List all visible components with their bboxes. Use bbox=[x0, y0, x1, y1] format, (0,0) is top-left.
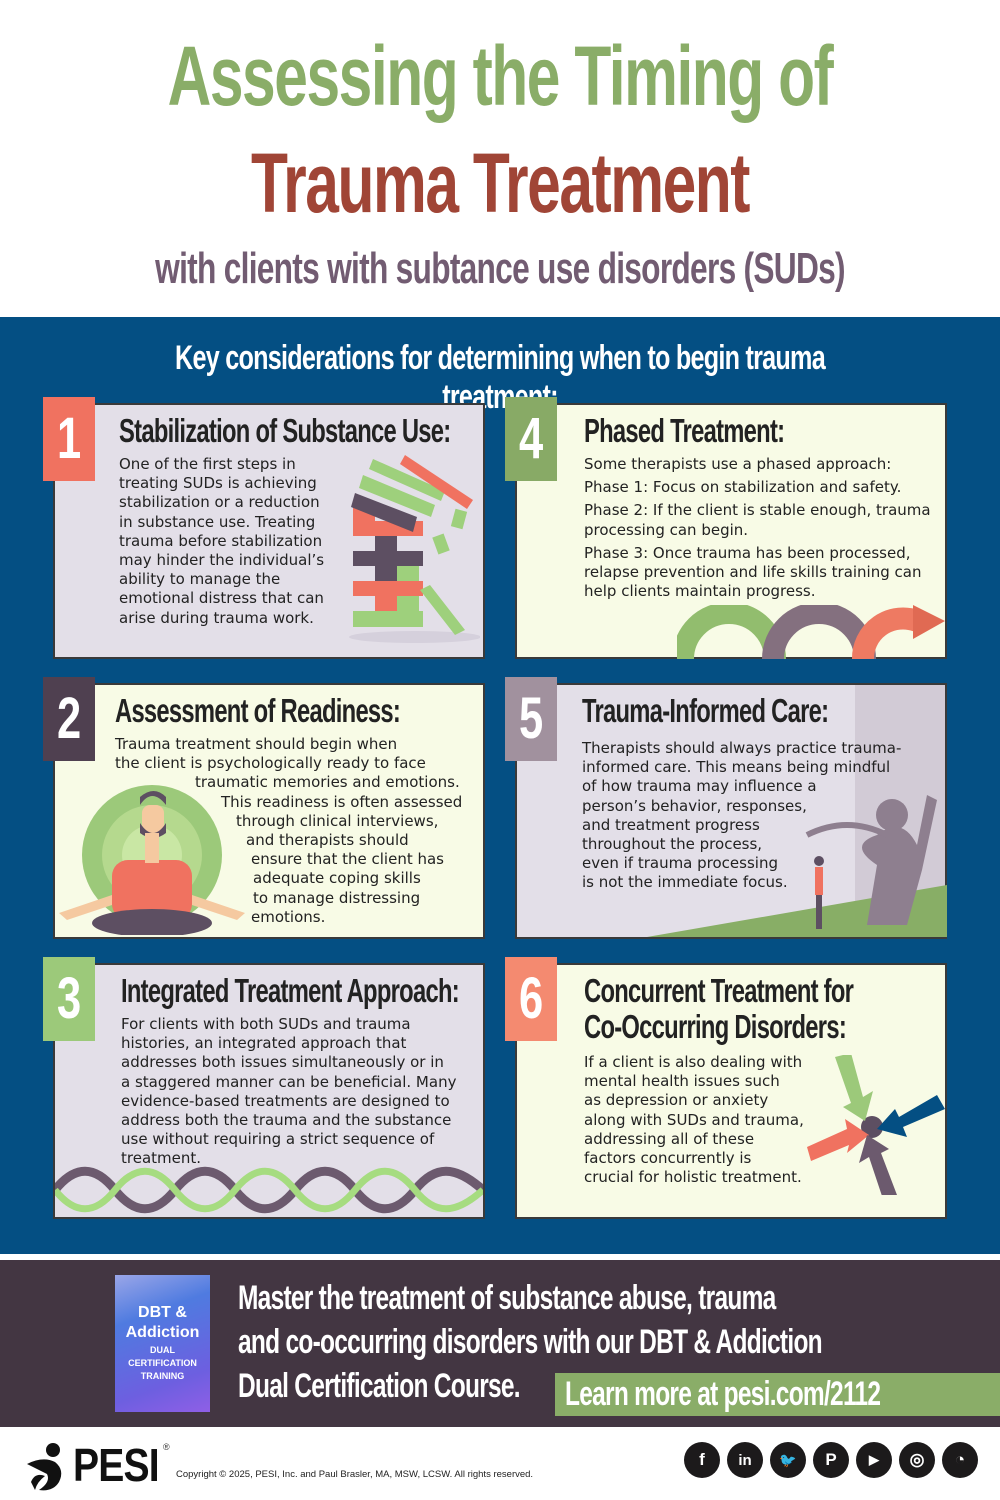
badge-number-5: 5 bbox=[505, 677, 557, 761]
pinterest-icon[interactable]: P bbox=[813, 1442, 849, 1478]
subtitle: with clients with subtance use disorders… bbox=[155, 244, 845, 293]
twitter-icon[interactable]: 🐦 bbox=[770, 1442, 806, 1478]
card-title: Stabilization of Substance Use: bbox=[119, 412, 451, 449]
card-body: If a client is also dealing with mental … bbox=[584, 1053, 804, 1187]
linkedin-icon[interactable]: in bbox=[727, 1442, 763, 1478]
instagram-icon[interactable]: ◎ bbox=[899, 1442, 935, 1478]
promo-text: Master the treatment of substance abuse,… bbox=[238, 1279, 823, 1405]
card-body: For clients with both SUDs and trauma hi… bbox=[121, 1015, 457, 1168]
badge-number-1: 1 bbox=[43, 397, 95, 481]
facebook-icon[interactable]: f bbox=[684, 1442, 720, 1478]
card-title: Assessment of Readiness: bbox=[115, 692, 401, 729]
copyright-text: Copyright © 2025, PESI, Inc. and Paul Br… bbox=[176, 1469, 534, 1480]
header: Assessing the Timing of Trauma Treatment… bbox=[0, 0, 1000, 315]
badge-number-3: 3 bbox=[43, 957, 95, 1041]
card-readiness: Assessment of Readiness: Trauma treatmen… bbox=[53, 683, 485, 939]
converging-arrows-icon bbox=[807, 1055, 945, 1195]
title-line-1: Assessing the Timing of bbox=[167, 29, 834, 123]
social-links: f in 🐦 P ▶ ◎ ◔ bbox=[684, 1442, 978, 1478]
title-line-2: Trauma Treatment bbox=[251, 136, 750, 230]
shadow-monster-icon bbox=[647, 795, 947, 937]
card-integrated: Integrated Treatment Approach: For clien… bbox=[53, 963, 485, 1219]
learn-more-link[interactable]: Learn more at pesi.com/2112 bbox=[555, 1373, 1000, 1416]
card-body: Some therapists use a phased approach: P… bbox=[584, 455, 931, 601]
card-concurrent: Concurrent Treatment for Co-Occurring Di… bbox=[515, 963, 947, 1219]
card-title: Integrated Treatment Approach: bbox=[121, 972, 460, 1009]
youtube-icon[interactable]: ▶ bbox=[856, 1442, 892, 1478]
card-title: Trauma-Informed Care: bbox=[582, 692, 829, 729]
considerations-section: Key considerations for determining when … bbox=[0, 317, 1000, 1254]
card-body: Therapists should always practice trauma… bbox=[582, 739, 902, 892]
card-phased: Phased Treatment: Some therapists use a … bbox=[515, 403, 947, 659]
jenga-tower-icon bbox=[349, 455, 480, 643]
meditating-man-icon bbox=[59, 785, 245, 935]
card-title-line-2: Co-Occurring Disorders: bbox=[584, 1008, 847, 1045]
card-stabilization: Stabilization of Substance Use: One of t… bbox=[53, 403, 485, 659]
card-title-line-1: Concurrent Treatment for bbox=[584, 972, 854, 1009]
double-helix-icon bbox=[55, 1166, 483, 1214]
rss-icon[interactable]: ◔ bbox=[942, 1442, 978, 1478]
pesi-logo[interactable]: PESI bbox=[25, 1438, 174, 1492]
footer: PESI ® Copyright © 2025, PESI, Inc. and … bbox=[0, 1430, 1000, 1500]
registered-mark: ® bbox=[163, 1442, 170, 1452]
pesi-figure-icon bbox=[27, 1443, 62, 1491]
badge-number-4: 4 bbox=[505, 397, 557, 481]
badge-number-2: 2 bbox=[43, 677, 95, 761]
card-title: Phased Treatment: bbox=[584, 412, 785, 449]
card-trauma-informed: Trauma-Informed Care: Therapists should … bbox=[515, 683, 947, 939]
card-body: Trauma treatment should begin when the c… bbox=[115, 735, 463, 926]
badge-number-6: 6 bbox=[505, 957, 557, 1041]
phased-arrows-icon bbox=[677, 605, 945, 659]
card-body: One of the first steps in treating SUDs … bbox=[119, 455, 325, 627]
course-book-cover[interactable]: DBT & Addiction DUAL CERTIFICATION TRAIN… bbox=[115, 1275, 210, 1412]
promo-banner: DBT & Addiction DUAL CERTIFICATION TRAIN… bbox=[0, 1257, 1000, 1427]
